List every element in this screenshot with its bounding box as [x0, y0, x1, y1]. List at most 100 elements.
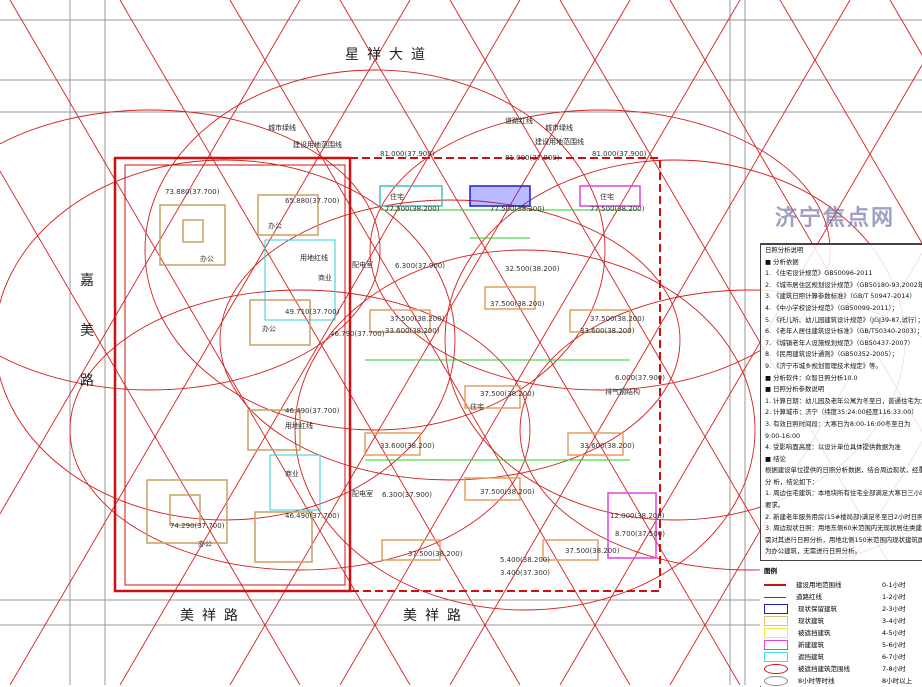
building-label: 65.880(37.700) — [285, 197, 340, 205]
shadow-contour — [0, 109, 381, 391]
shadow-contour — [144, 69, 606, 431]
building-label: 商业 — [318, 274, 332, 282]
building-label: 32.500(38.200) — [505, 265, 560, 273]
building-label: 配电室 — [352, 490, 373, 498]
building-label: 商业 — [285, 470, 299, 478]
building-label: 住宅 — [390, 193, 404, 201]
basis-line: 7. 《城镇老年人设施规划规范》（GB50437-2007） — [765, 338, 915, 347]
shadow-contour — [69, 289, 531, 571]
building-label: 37.500(38.200) — [408, 550, 463, 558]
building-label: 33.600(38.200) — [380, 442, 435, 450]
building-label: 37.500(38.200) — [590, 315, 645, 323]
building-label: 33.600(38.200) — [580, 327, 635, 335]
software-line: ■ 分析软件：众智日照分析10.0 — [765, 373, 858, 382]
legend-hours: 8小时以上 — [882, 677, 913, 685]
legend-hours: 1-2小时 — [882, 593, 906, 601]
legend-swatch — [764, 604, 788, 614]
basis-line: 8. 《民用建筑设计通则》（GB50352-2005）； — [765, 350, 899, 359]
legend-label: 新建建筑 — [798, 641, 824, 649]
building-label: 37.500(38.200) — [480, 390, 535, 398]
building-label: 配电室 — [352, 261, 373, 269]
legend-hours: 7-8小时 — [882, 665, 906, 673]
building-label: 81.000(37.900) — [505, 154, 560, 162]
building-label: 46.790(37.700) — [330, 330, 385, 338]
conclusion-line: 根据建设单位提供的日照分析数据，结合周边现状，经重核 — [765, 466, 922, 475]
building-label: 33.600(38.200) — [385, 327, 440, 335]
shadow-contour — [519, 289, 922, 571]
building-label: 77.500(38.200) — [385, 205, 440, 213]
building-label: 37.500(38.200) — [390, 315, 445, 323]
legend-swatch — [764, 640, 788, 650]
legend-swatch — [764, 652, 788, 662]
legend-item: 8小时等时线 — [764, 675, 835, 686]
building-label: 46.490(37.700) — [285, 407, 340, 415]
params-line: 1. 计算日期：幼儿园及老年公寓为冬至日，普通住宅为大寒日 — [765, 396, 922, 405]
legend-label: 现状保留建筑 — [798, 605, 837, 613]
shadow-line — [779, 0, 922, 245]
legend-hours: 2-3小时 — [882, 605, 906, 613]
panel-title: 日照分析说明 — [765, 246, 804, 254]
legend-hours: 0-1小时 — [882, 581, 906, 589]
building-label: 77.500(38.200) — [490, 205, 545, 213]
legend-item: 道路红线 — [764, 591, 822, 601]
params-heading: ■ 日照分析参数说明 — [765, 385, 825, 394]
legend-hours: 6-7小时 — [882, 653, 906, 661]
basis-line: 3. 《建筑日照计算参数标准》（GB/T 50947-2014） — [765, 292, 916, 301]
basis-line: 6. 《老年人居住建筑设计标准》（GB/T50340-2003）； — [765, 327, 922, 336]
building-label: 49.710(37.700) — [285, 308, 340, 316]
basis-line: 2. 《城市居住区规划设计规范》（GB50180-93,2002年修订） — [765, 280, 922, 289]
legend-label: 8小时等时线 — [798, 677, 835, 685]
legend-item: 被遮挡建筑 — [764, 627, 831, 638]
road-name-south-left: 美祥路 — [180, 608, 246, 624]
params-line: 3. 有效日照时间段：大寒日为8:00-16:00冬至日为 — [765, 419, 911, 428]
conclusion-line: 3. 周边现状日照：用地东侧60米范围内无现状居住类建筑，无 — [765, 524, 922, 533]
watermark: 济宁焦点网 — [775, 206, 896, 231]
basis-line: 9. 《济宁市城乡规划管理技术规定》等。 — [765, 361, 882, 370]
shadow-line — [0, 170, 301, 685]
building-label: 办公 — [200, 255, 214, 263]
site-line-label: 建设用地范围线 — [293, 141, 342, 149]
building-label: 81.000(37.900) — [592, 150, 647, 158]
legend-item: 现状保留建筑 — [764, 603, 837, 614]
legend-swatch — [764, 584, 786, 586]
building-label: 6.300(37.900) — [382, 491, 432, 499]
building-label: 77.500(38.200) — [590, 205, 645, 213]
conclusion-line: 2. 新建老年服务用房(15#楼局部)满足冬至日2小时日照要求。 — [765, 512, 922, 521]
legend-label: 道路红线 — [796, 593, 822, 601]
legend-swatch — [764, 664, 788, 674]
site-redline-label: 用地红线 — [285, 422, 313, 430]
shadow-line — [9, 0, 411, 685]
legend-title: 图例 — [764, 567, 777, 575]
shadow-line — [229, 0, 631, 685]
site-redline-label-2: 用地红线 — [300, 254, 328, 262]
params-line: 4. 受影响面高度：以设计单位具体提供数据为准 — [765, 443, 901, 452]
legend-item: 现状建筑 — [764, 615, 824, 626]
building-label: 办公 — [268, 222, 282, 230]
basis-line: 1. 《住宅设计规范》GB50096-2011 — [765, 269, 873, 278]
shadow-line — [119, 0, 521, 685]
legend-label: 被遮挡建筑范围线 — [798, 665, 850, 673]
legend-label: 遮挡建筑 — [798, 653, 824, 661]
building-label: 73.880(37.700) — [165, 188, 220, 196]
legend-item: 被遮挡建筑范围线 — [764, 663, 850, 674]
building-label: 74.290(37.700) — [170, 522, 225, 530]
building-label: 33.600(38.200) — [580, 442, 635, 450]
shadow-line — [0, 0, 301, 515]
shadow-line — [339, 0, 741, 685]
shadow-contour — [294, 249, 756, 611]
road-redline-label: 道路红线 — [505, 117, 533, 125]
conclusion-heading: ■ 结论 — [765, 454, 786, 463]
shadow-line — [449, 0, 851, 685]
building-label: 住宅 — [600, 193, 614, 201]
legend-hours: 5-6小时 — [882, 641, 906, 649]
site-line-label-2: 建设用地范围线 — [535, 138, 584, 146]
building-label: 5.400(38.200) — [500, 556, 550, 564]
building-label: 排气钢结构 — [605, 388, 640, 396]
shadow-contour — [219, 199, 681, 481]
basis-heading: ■ 分析依据 — [765, 257, 799, 266]
shadow-contour — [0, 159, 456, 521]
building-label: 12.000(38.200) — [610, 512, 665, 520]
params-line: 9:00-16:00 — [765, 431, 801, 440]
road-name-west: 嘉美路 — [80, 273, 94, 389]
